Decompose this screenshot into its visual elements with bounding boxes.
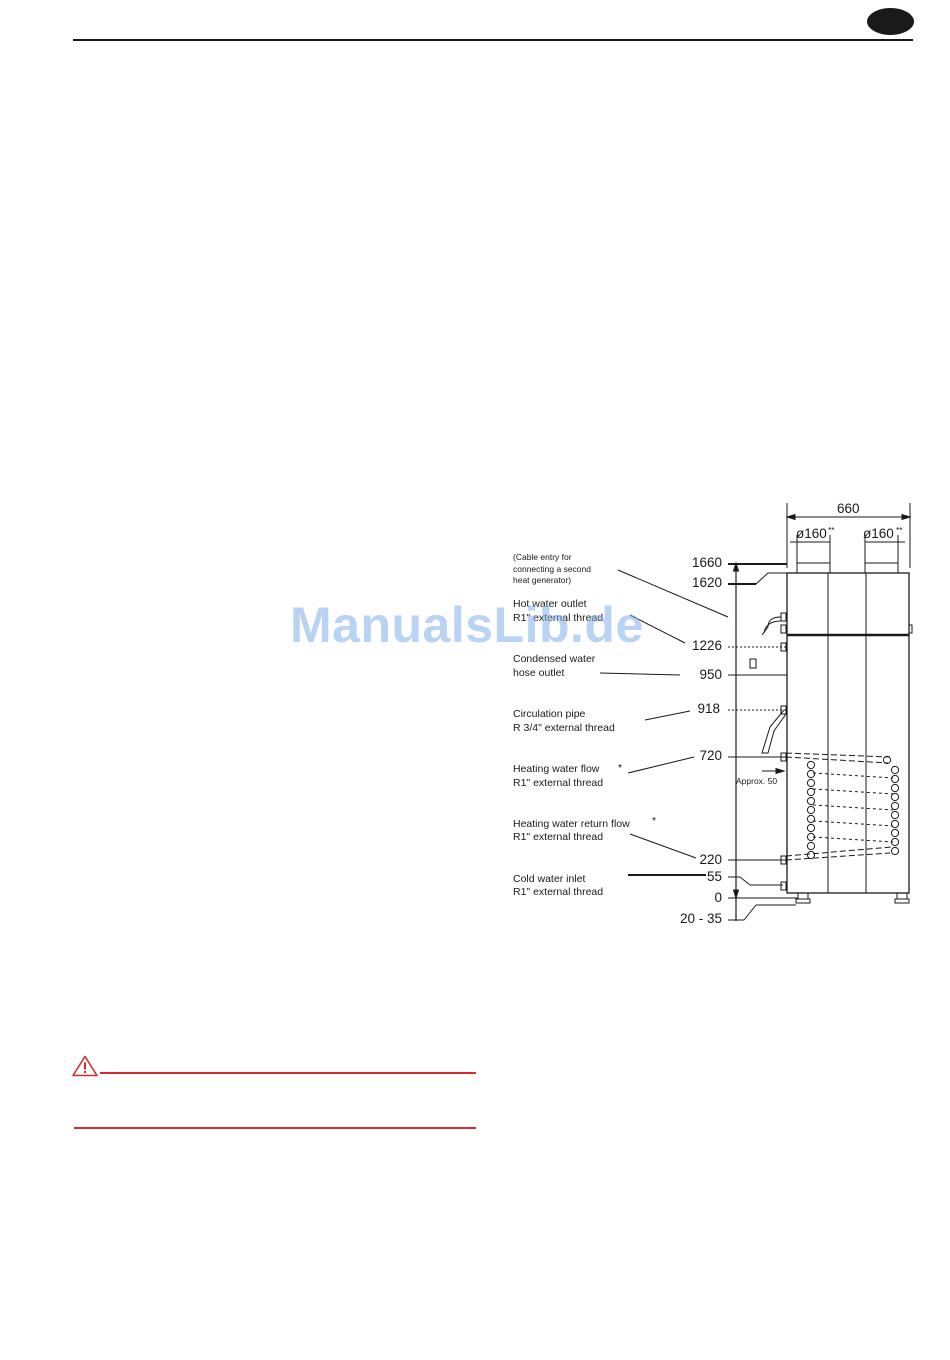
heating-return-asterisk: * — [652, 815, 656, 827]
dimension-drawing: 660 ø160 ** ø160 ** 1660 1620 1226 950 9… — [513, 501, 913, 926]
warning-triangle-icon — [72, 1055, 98, 1077]
warning-rule-top — [100, 1072, 476, 1074]
watermark: ManualsLib.de — [290, 597, 644, 653]
heating-flow-label-2: R1" external thread — [513, 777, 603, 789]
cable-entry-label-1: (Cable entry for — [513, 552, 572, 562]
condensed-water-label-2: hose outlet — [513, 667, 564, 679]
heating-flow-label-1: Heating water flow — [513, 763, 600, 775]
language-badge — [867, 8, 914, 35]
heating-return-label-1: Heating water return flow — [513, 818, 630, 830]
width-label: 660 — [837, 501, 860, 516]
hot-water-label-2: R1" external thread — [513, 612, 603, 624]
diameter-left-mark: ** — [828, 525, 835, 535]
height-720: 720 — [699, 748, 722, 763]
header-rule — [73, 39, 913, 41]
cold-water-label-1: Cold water inlet — [513, 873, 585, 885]
dimension-diagram: 660 ø160 ** ø160 ** 1660 1620 1226 950 9… — [500, 495, 940, 940]
diameter-right-label: ø160 — [863, 526, 894, 541]
cable-entry-label-2: connecting a second — [513, 564, 591, 574]
hot-water-label-1: Hot water outlet — [513, 598, 587, 610]
height-55: 55 — [707, 869, 722, 884]
approx-label: Approx. 50 — [736, 776, 777, 786]
circulation-label-2: R 3/4" external thread — [513, 722, 615, 734]
diameter-left-label: ø160 — [796, 526, 827, 541]
cold-water-label-2: R1" external thread — [513, 886, 603, 898]
condensed-water-label-1: Condensed water — [513, 653, 596, 665]
circulation-label-1: Circulation pipe — [513, 708, 586, 720]
cable-entry-label-3: heat generator) — [513, 575, 571, 585]
heating-flow-asterisk: * — [618, 762, 622, 774]
diameter-right-mark: ** — [896, 525, 903, 535]
heating-return-label-2: R1" external thread — [513, 831, 603, 843]
height-1660: 1660 — [692, 555, 722, 570]
warning-block — [72, 1052, 476, 1132]
height-1226: 1226 — [692, 638, 722, 653]
height-950: 950 — [699, 667, 722, 682]
height-918: 918 — [697, 701, 720, 716]
height-0: 0 — [714, 890, 722, 905]
height-1620: 1620 — [692, 575, 722, 590]
warning-rule-bottom — [74, 1127, 476, 1129]
height-20-35: 20 - 35 — [680, 911, 722, 926]
height-220: 220 — [699, 852, 722, 867]
